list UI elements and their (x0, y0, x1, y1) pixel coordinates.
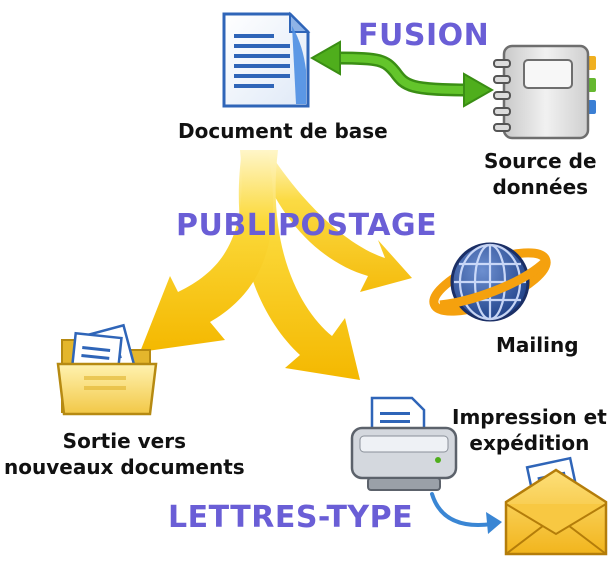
label-impression: Impression et expédition (452, 404, 607, 456)
mail-arrow (430, 492, 502, 534)
label-impression-line2: expédition (469, 431, 590, 455)
label-mailing: Mailing (496, 333, 579, 357)
flow-arrow-mailing (258, 150, 412, 292)
title-publipostage: PUBLIPOSTAGE (176, 208, 438, 243)
address-book-icon (493, 44, 596, 140)
document-icon (222, 11, 311, 108)
flow-arrow-folder (140, 150, 274, 352)
label-sortie: Sortie vers nouveaux documents (4, 428, 245, 480)
label-sortie-line1: Sortie vers (62, 429, 186, 453)
fusion-arrow (309, 40, 495, 108)
printer-icon (350, 396, 458, 491)
label-document-base: Document de base (178, 119, 388, 143)
globe-icon (429, 242, 551, 322)
label-impression-line1: Impression et (452, 405, 607, 429)
title-fusion: FUSION (358, 18, 490, 53)
flow-arrows (140, 150, 412, 380)
label-source-line2: données (492, 175, 589, 199)
label-source-line1: Source de (484, 149, 597, 173)
label-sortie-line2: nouveaux documents (4, 455, 245, 479)
label-source-donnees: Source de données (484, 148, 597, 200)
envelope-icon (504, 456, 608, 556)
folder-icon (56, 323, 158, 416)
title-lettres-type: LETTRES-TYPE (168, 500, 414, 535)
